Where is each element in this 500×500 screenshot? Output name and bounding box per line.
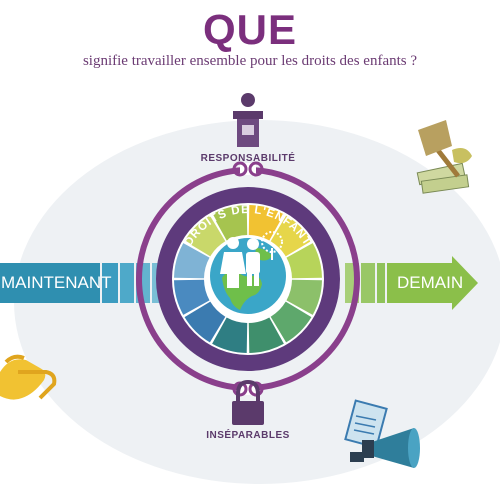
label-responsabilite: RESPONSABILITÉ <box>200 153 296 164</box>
page-subtitle: signifie travailler ensemble pour les dr… <box>82 53 418 69</box>
wedge-7 <box>212 317 248 353</box>
wedge-6 <box>248 317 284 353</box>
wedge-8 <box>184 301 226 343</box>
wedge-11 <box>184 215 226 257</box>
color-wedges <box>174 205 322 353</box>
wedge-12 <box>212 205 248 241</box>
wedge-4 <box>286 279 322 315</box>
padlock-icon <box>232 379 264 425</box>
handshake-icon <box>0 354 57 400</box>
podium-icon <box>233 93 263 147</box>
label-demain: DEMAIN <box>397 273 464 292</box>
wedge-3 <box>286 243 322 279</box>
wedge-9 <box>174 279 210 315</box>
wedge-1 <box>248 205 284 241</box>
megaphone-icon <box>344 399 420 468</box>
page-title: QUE <box>202 6 297 53</box>
wedge-10 <box>174 243 210 279</box>
label-inseparables: INSÉPARABLES <box>206 430 290 441</box>
label-maintenant: MAINTENANT <box>1 273 112 292</box>
wedge-5 <box>270 301 312 343</box>
children-icon <box>220 237 260 288</box>
arrow-head <box>387 256 478 310</box>
tree-icon <box>261 231 283 260</box>
link-top-right <box>248 161 264 177</box>
shovel-money-icon <box>416 120 472 194</box>
link-top-left <box>232 161 248 177</box>
